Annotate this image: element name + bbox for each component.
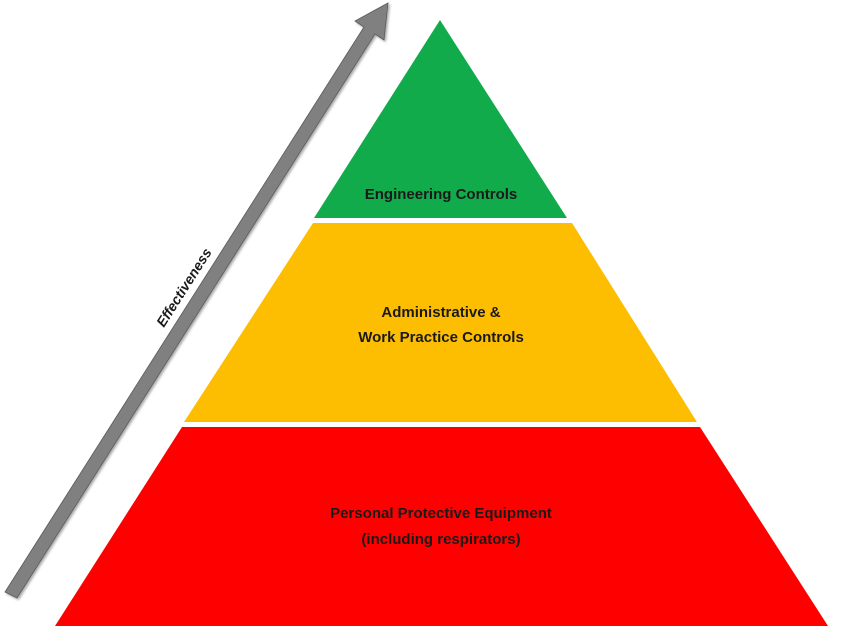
pyramid <box>55 20 828 626</box>
tier-ppe-label-line-1: Personal Protective Equipment <box>330 505 552 522</box>
effectiveness-arrow <box>4 2 389 599</box>
tier-engineering-controls-label: Engineering Controls <box>365 186 518 203</box>
tier-administrative-controls <box>184 223 697 422</box>
tier-administrative-controls-label-line-1: Administrative & <box>381 304 500 321</box>
tier-ppe-label-line-2: (including respirators) <box>361 531 520 548</box>
tier-personal-protective-equipment <box>55 427 828 626</box>
arrow-up-right-icon <box>4 2 389 599</box>
tier-engineering-controls <box>314 20 567 218</box>
tier-administrative-controls-label-line-2: Work Practice Controls <box>358 329 524 346</box>
